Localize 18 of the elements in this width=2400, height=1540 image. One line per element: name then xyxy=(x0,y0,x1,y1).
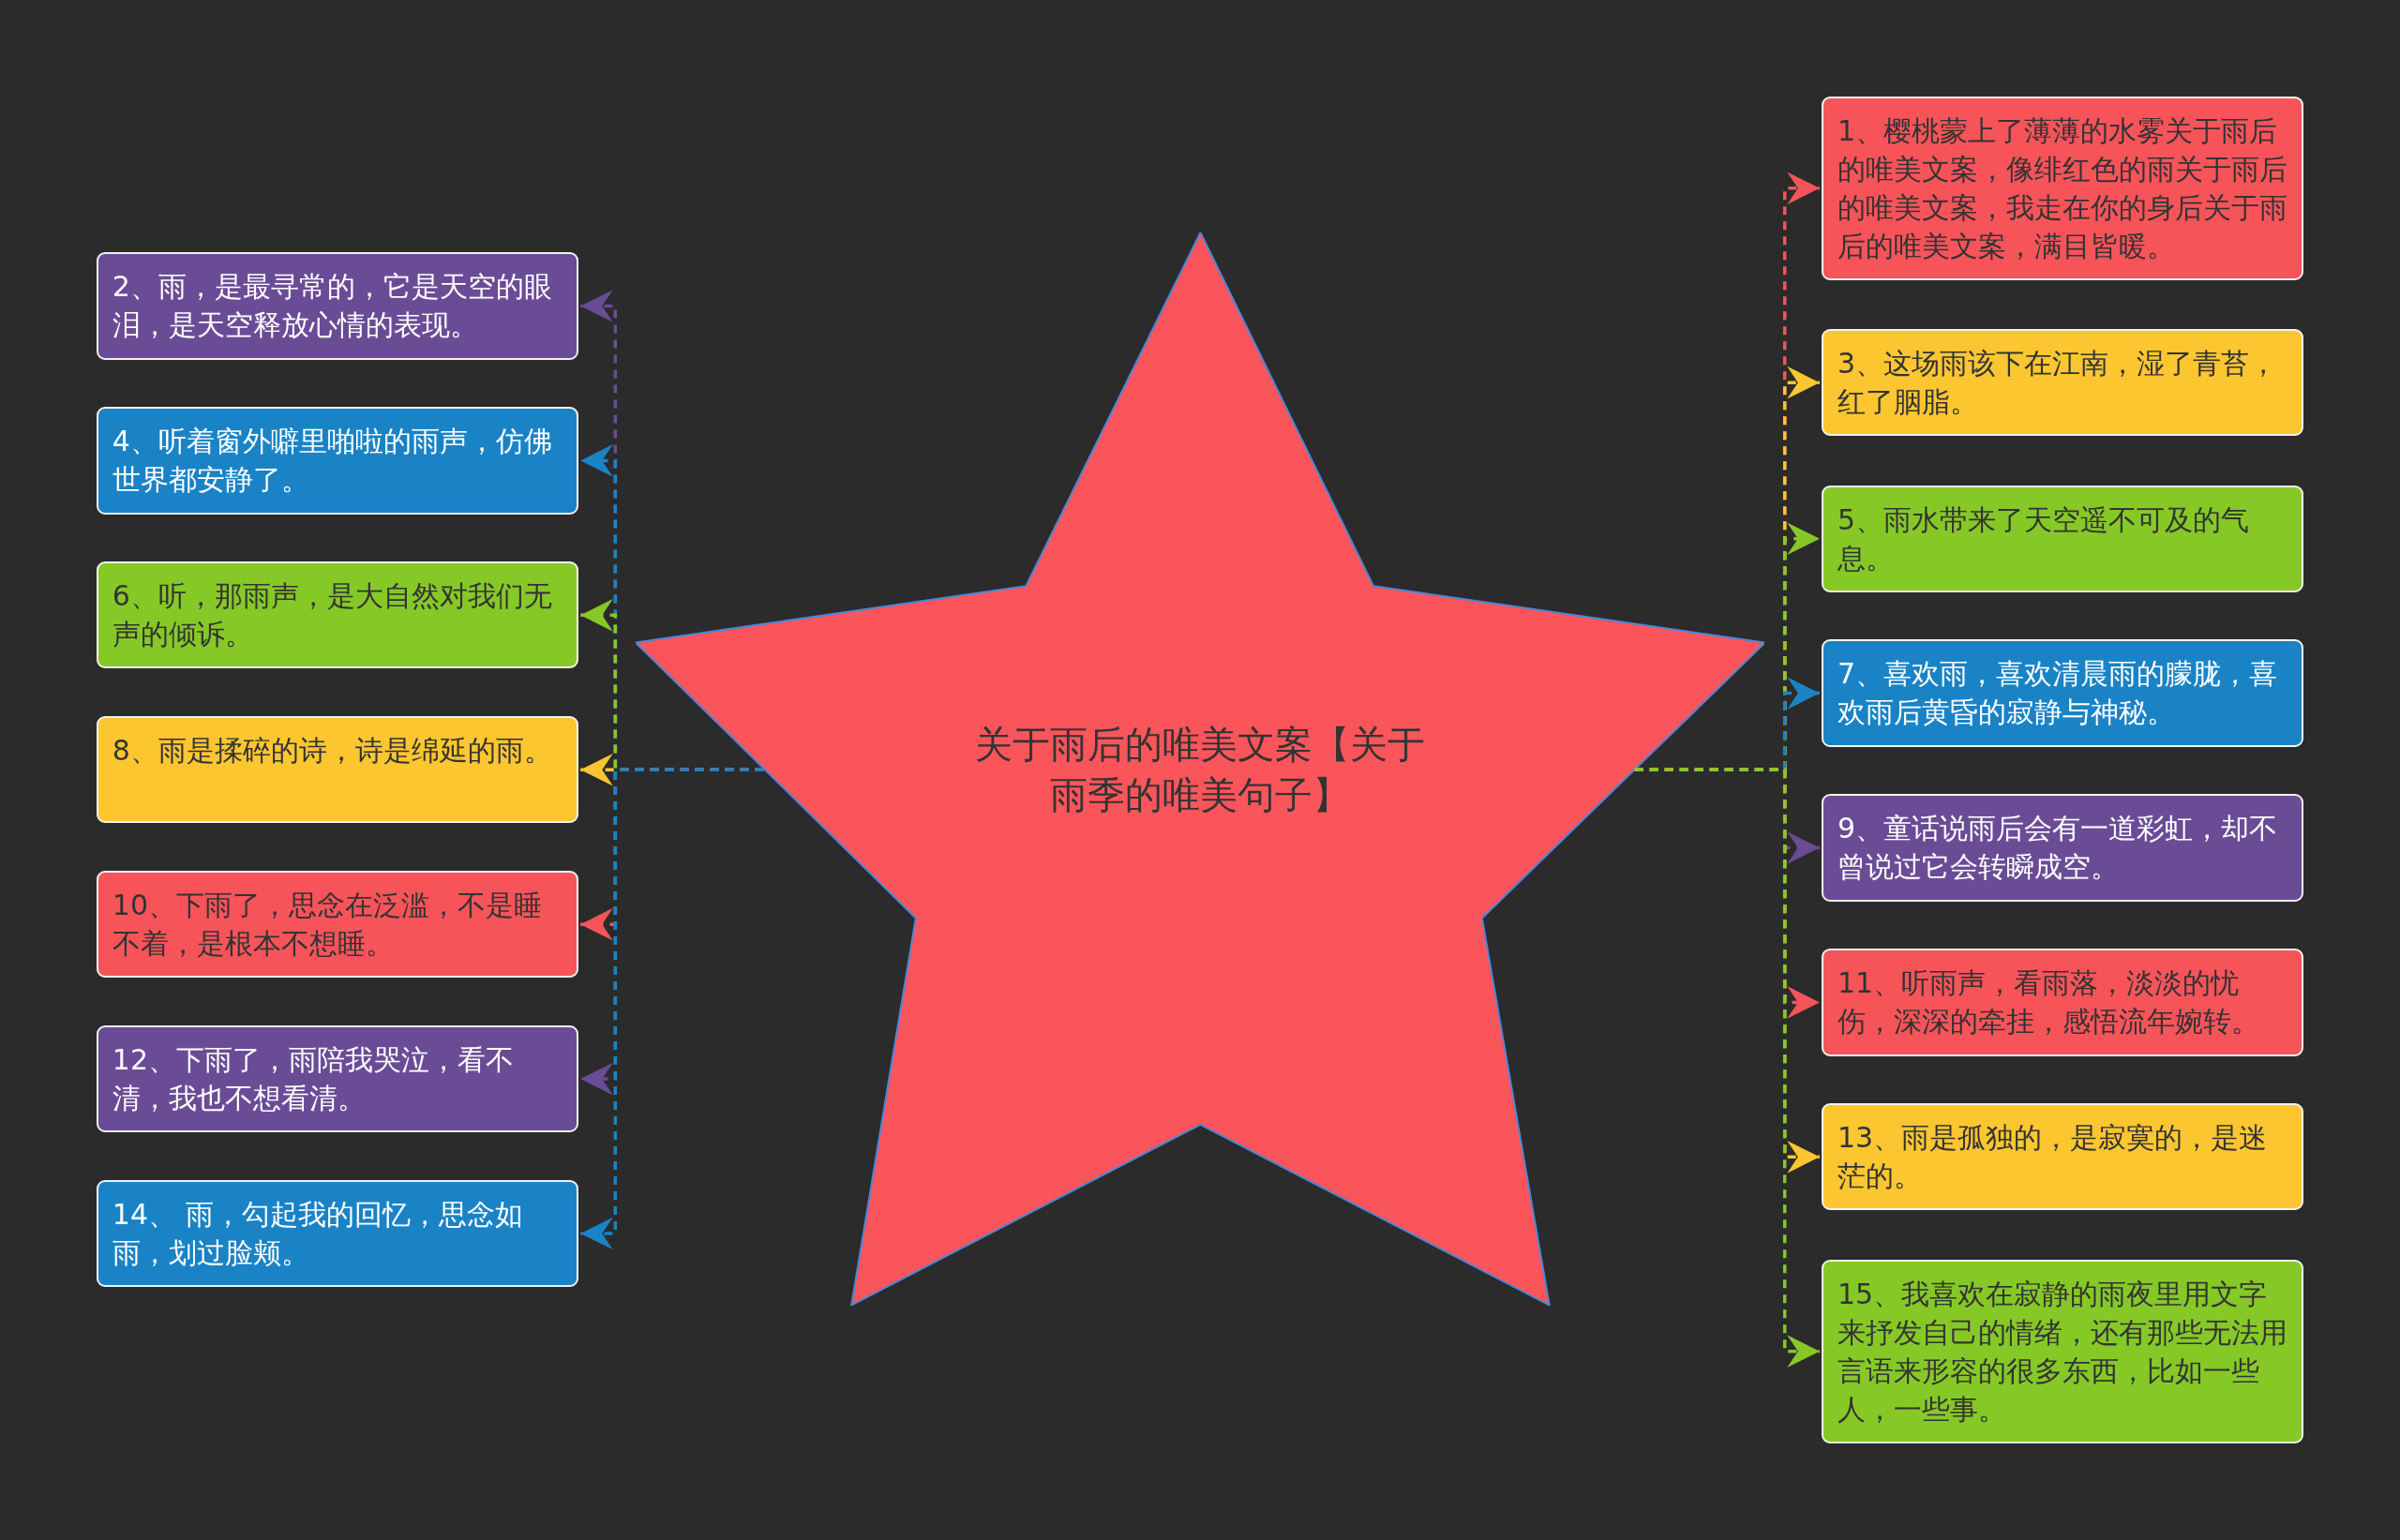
text-box: 1、樱桃蒙上了薄薄的水雾关于雨后的唯美文案，像绯红色的雨关于雨后的唯美文案，我走在你的身后关于雨后的唯美文案，满目皆暖。 xyxy=(1821,96,2304,280)
text-box: 3、这场雨该下在江南，湿了青苔，红了胭脂。 xyxy=(1821,329,2304,437)
text-box: 2、雨，是最寻常的，它是天空的眼泪，是天空释放心情的表现。 xyxy=(96,252,579,360)
text-box: 9、童话说雨后会有一道彩虹，却不曾说过它会转瞬成空。 xyxy=(1821,794,2304,902)
connector-arrow xyxy=(580,768,764,1250)
text-box: 4、听着窗外噼里啪啦的雨声，仿佛世界都安静了。 xyxy=(96,407,579,515)
text-box: 5、雨水带来了天空遥不可及的气息。 xyxy=(1821,485,2304,592)
title-text: 关于雨后的唯美文案【关于雨季的唯美句子】 xyxy=(975,722,1425,819)
text-box: 8、雨是揉碎的诗，诗是绵延的雨。 xyxy=(96,716,579,824)
text-box: 14、 雨，勾起我的回忆，思念如雨，划过脸颊。 xyxy=(96,1179,579,1288)
text-box: 12、下雨了，雨陪我哭泣，看不清，我也不想看清。 xyxy=(96,1024,579,1133)
connector-arrow xyxy=(1634,768,1820,1368)
text-box: 11、听雨声，看雨落，淡淡的忧伤，深深的牵挂，感悟流年婉转。 xyxy=(1821,949,2304,1056)
text-box: 6、听，那雨声，是大自然对我们无声的倾诉。 xyxy=(96,561,579,669)
text-box: 7、喜欢雨，喜欢清晨雨的朦胧，喜欢雨后黄昏的寂静与神秘。 xyxy=(1821,639,2304,747)
text-box: 15、我喜欢在寂静的雨夜里用文字来抒发自己的情绪，还有那些无法用言语来形容的很多东西，比如一些人，一些事。 xyxy=(1821,1259,2304,1443)
text-box: 13、雨是孤独的，是寂寞的，是迷茫的。 xyxy=(1821,1103,2304,1211)
text-box: 10、下雨了，思念在泛滥，不是睡不着，是根本不想睡。 xyxy=(96,871,579,979)
